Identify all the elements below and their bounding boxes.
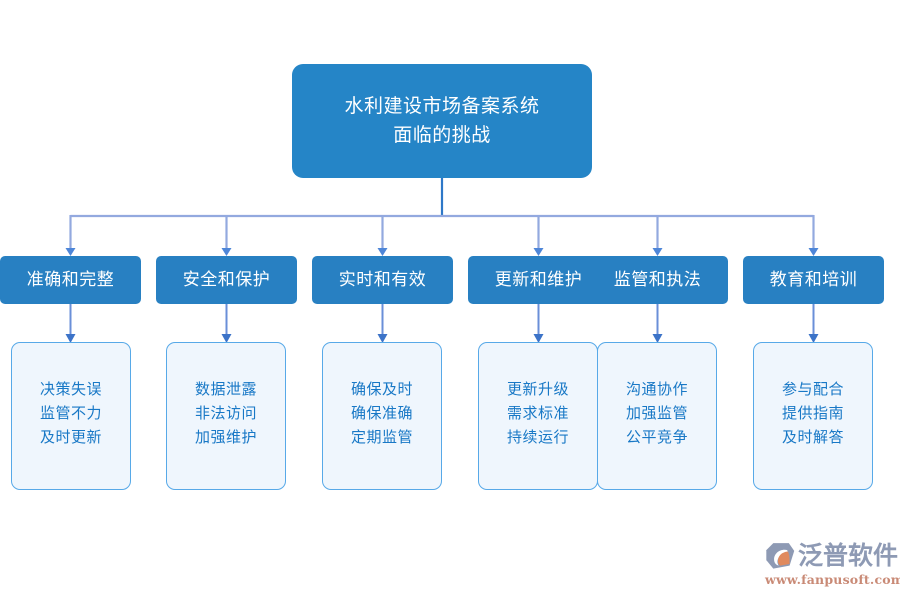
watermark-brand-text: 泛普软件 xyxy=(798,540,899,570)
category-label: 更新和维护 xyxy=(494,270,583,290)
category-label: 安全和保护 xyxy=(182,270,271,290)
root-node-label: 水利建设市场备案系统 面临的挑战 xyxy=(344,95,540,146)
detail-row: 决策失误 监管不力 及时更新 数据泄露 非法访问 加强维护 确保及时 确保准确 … xyxy=(0,342,900,492)
fanpu-logo-icon xyxy=(766,542,795,569)
detail-label: 决策失误 监管不力 及时更新 xyxy=(39,380,102,446)
category-label: 监管和执法 xyxy=(613,270,702,290)
detail-box-6[interactable]: 参与配合 提供指南 及时解答 xyxy=(753,342,873,490)
category-box-1[interactable]: 准确和完整 xyxy=(0,256,141,304)
category-box-6[interactable]: 教育和培训 xyxy=(743,256,884,304)
root-node[interactable]: 水利建设市场备案系统 面临的挑战 xyxy=(292,64,592,178)
category-box-2[interactable]: 安全和保护 xyxy=(156,256,297,304)
detail-box-4[interactable]: 更新升级 需求标准 持续运行 xyxy=(478,342,598,490)
watermark-url-text: www.fanpusoft.com xyxy=(765,572,900,587)
detail-label: 更新升级 需求标准 持续运行 xyxy=(506,380,569,446)
category-box-4[interactable]: 更新和维护 xyxy=(468,256,609,304)
category-to-detail-arrows xyxy=(65,304,819,343)
category-label: 教育和培训 xyxy=(769,270,858,290)
category-box-5[interactable]: 监管和执法 xyxy=(587,256,728,304)
detail-box-5[interactable]: 沟通协作 加强监管 公平竞争 xyxy=(597,342,717,490)
detail-box-1[interactable]: 决策失误 监管不力 及时更新 xyxy=(11,342,131,490)
detail-label: 沟通协作 加强监管 公平竞争 xyxy=(625,380,688,446)
detail-box-3[interactable]: 确保及时 确保准确 定期监管 xyxy=(322,342,442,490)
detail-box-2[interactable]: 数据泄露 非法访问 加强维护 xyxy=(166,342,286,490)
detail-label: 确保及时 确保准确 定期监管 xyxy=(350,380,413,446)
category-label: 准确和完整 xyxy=(26,270,115,290)
category-label: 实时和有效 xyxy=(338,270,427,290)
bus-drop-arrows xyxy=(65,215,819,256)
detail-label: 参与配合 提供指南 及时解答 xyxy=(781,380,844,446)
watermark: 泛普软件 www.fanpusoft.com xyxy=(764,538,900,590)
watermark-brand-row: 泛普软件 xyxy=(764,538,898,572)
detail-label: 数据泄露 非法访问 加强维护 xyxy=(194,380,257,446)
category-box-3[interactable]: 实时和有效 xyxy=(312,256,453,304)
category-row: 准确和完整 安全和保护 实时和有效 更新和维护 监管和执法 教育和培训 xyxy=(0,256,900,304)
